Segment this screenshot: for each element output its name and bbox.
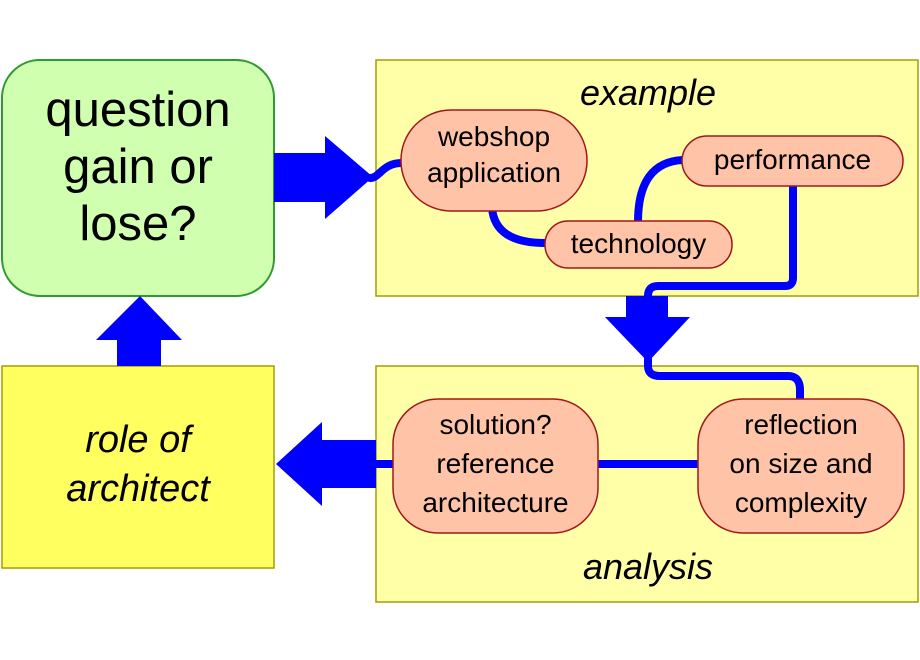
node-reflection	[697, 398, 905, 534]
node-solution-label: solution? reference architecture	[422, 409, 569, 519]
node-technology-label: technology	[570, 228, 707, 259]
arrow-left-icon	[276, 422, 376, 506]
example-title: example	[579, 72, 717, 113]
node-technology	[544, 220, 733, 269]
node-webshop-application	[400, 109, 588, 212]
node-webshop-label: webshop application	[427, 121, 561, 189]
arrow-right-icon	[274, 136, 373, 219]
node-performance-label: performance	[713, 144, 872, 175]
role-text: role of architect	[66, 419, 210, 511]
connector-webshop-technology	[488, 204, 549, 247]
node-solution	[392, 398, 599, 534]
question-text: question gain or lose?	[45, 83, 231, 251]
node-reflection-label: reflection on size and complexity	[729, 409, 873, 519]
analysis-title: analysis	[582, 546, 714, 587]
arrow-up-icon	[96, 296, 182, 366]
role-box	[1, 365, 275, 569]
connector-technology-performance	[634, 156, 687, 226]
arrow-down-icon	[605, 296, 690, 362]
node-performance	[681, 135, 904, 187]
